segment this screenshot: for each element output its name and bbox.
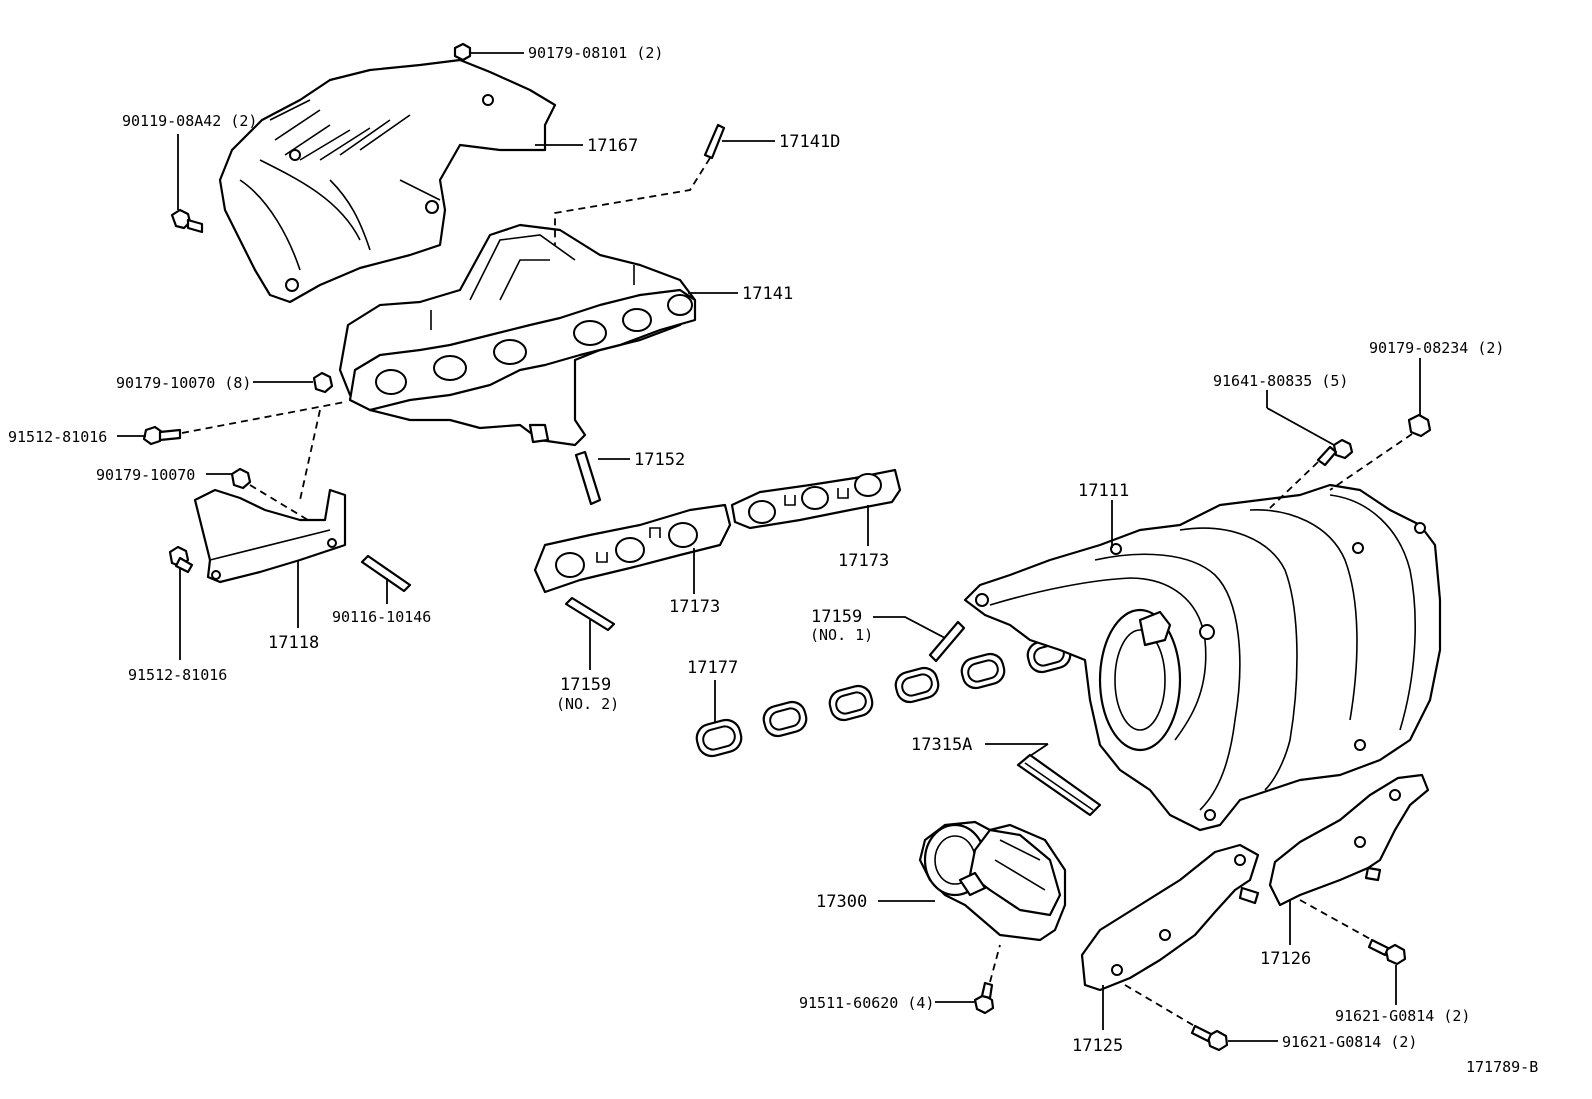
throttle-body-17300: [878, 820, 1067, 942]
label-90179-08101: 90179-08101 (2): [528, 44, 663, 62]
diagram-id: 171789-B: [1466, 1058, 1538, 1076]
label-17126: 17126: [1260, 949, 1311, 969]
bolt-91621-g0814-b: [1190, 1024, 1278, 1052]
stud-17159-no1: [873, 616, 966, 663]
label-17300: 17300: [816, 892, 867, 912]
intake-manifold-17111: [963, 483, 1442, 832]
bolt-91641-80835: [1266, 390, 1354, 509]
intake-gaskets-17177: [695, 636, 1072, 758]
label-no1: (NO. 1): [810, 626, 873, 644]
label-17141d: 17141D: [779, 132, 840, 152]
label-91621-g0814-a: 91621-G0814 (2): [1335, 1007, 1470, 1025]
gasket-17173-right: [730, 468, 902, 546]
label-90179-10070-8: 90179-10070 (8): [116, 374, 251, 392]
label-17118: 17118: [268, 633, 319, 653]
label-17315a: 17315A: [911, 735, 972, 755]
label-no2: (NO. 2): [556, 695, 619, 713]
gasket-17315a: [985, 743, 1102, 817]
stud-90116-10146: [360, 554, 412, 604]
bolt-90119-08a42: [170, 134, 204, 234]
stud-17159-no2: [564, 596, 616, 670]
label-17177: 17177: [687, 658, 738, 678]
label-17152: 17152: [634, 450, 685, 470]
bolt-91512-81016-b: [168, 545, 194, 660]
gasket-17173-left: [533, 503, 732, 594]
label-17173-left: 17173: [669, 597, 720, 617]
label-91511-60620: 91511-60620 (4): [799, 994, 934, 1012]
bolt-91512-81016-a: [117, 401, 346, 446]
bolt-91511-60620: [935, 944, 1001, 1015]
label-17111: 17111: [1078, 481, 1129, 501]
label-17125: 17125: [1072, 1036, 1123, 1056]
label-90116-10146: 90116-10146: [332, 608, 431, 626]
label-91641-80835: 91641-80835 (5): [1213, 372, 1348, 390]
nut-90179-10070-8: [253, 371, 334, 394]
stud-17152: [574, 450, 630, 506]
nut-90179-08101: [453, 42, 524, 62]
label-91621-g0814-b: 91621-G0814 (2): [1282, 1033, 1417, 1051]
bracket-17118: [193, 488, 347, 628]
label-91512-81016-b: 91512-81016: [128, 666, 227, 684]
label-91512-81016-a: 91512-81016: [8, 428, 107, 446]
heat-insulator-17167: [218, 58, 557, 304]
label-17167: 17167: [587, 136, 638, 156]
label-90179-10070: 90179-10070: [96, 466, 195, 484]
stay-17125: [1080, 843, 1260, 1030]
nut-90179-10070: [206, 467, 309, 521]
stay-17126: [1268, 773, 1430, 945]
label-17159-no1: 17159: [811, 607, 862, 627]
part-labels: 90179-08101 (2) 90119-08A42 (2) 17167 17…: [8, 44, 1538, 1076]
label-90119-08a42: 90119-08A42 (2): [122, 112, 257, 130]
label-17141: 17141: [742, 284, 793, 304]
label-90179-08234: 90179-08234 (2): [1369, 339, 1504, 357]
label-17173-right: 17173: [838, 551, 889, 571]
exhaust-manifold-17141: [338, 223, 697, 447]
label-17159-no2: 17159: [560, 675, 611, 695]
stud-17141d: [554, 123, 775, 245]
bolt-91621-g0814-a: [1367, 938, 1407, 1005]
nut-90179-08234: [1329, 358, 1432, 491]
